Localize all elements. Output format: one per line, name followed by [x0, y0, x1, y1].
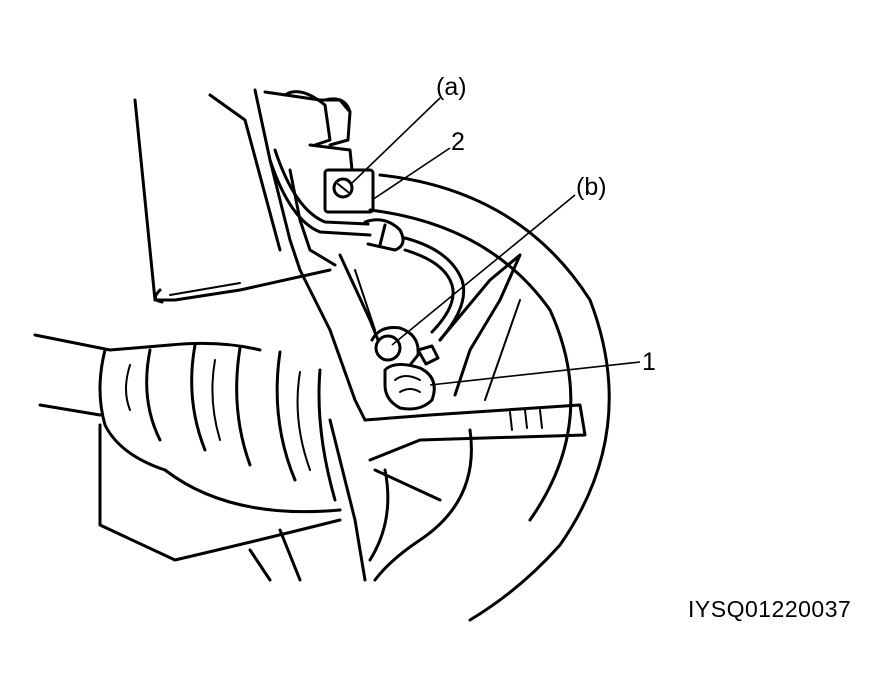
lower-wheel-area [248, 418, 442, 582]
strut-body [133, 88, 352, 304]
steering-knuckle [298, 253, 587, 462]
callout-b-label: (b) [576, 173, 607, 201]
callout-a-label: (a) [436, 73, 467, 101]
drive-shaft-boot [33, 333, 342, 562]
wheel-speed-sensor [370, 326, 440, 411]
callout-2-label: 2 [451, 128, 465, 156]
brake-disc [354, 173, 611, 622]
figure-code: IYSQ01220037 [688, 596, 852, 622]
sensor-harness-bracket [288, 168, 375, 267]
sensor-harness-wire [268, 148, 466, 342]
callout-1-label: 1 [642, 348, 656, 376]
brake-hose-fitting [283, 90, 354, 172]
callout-leaders [351, 97, 641, 386]
